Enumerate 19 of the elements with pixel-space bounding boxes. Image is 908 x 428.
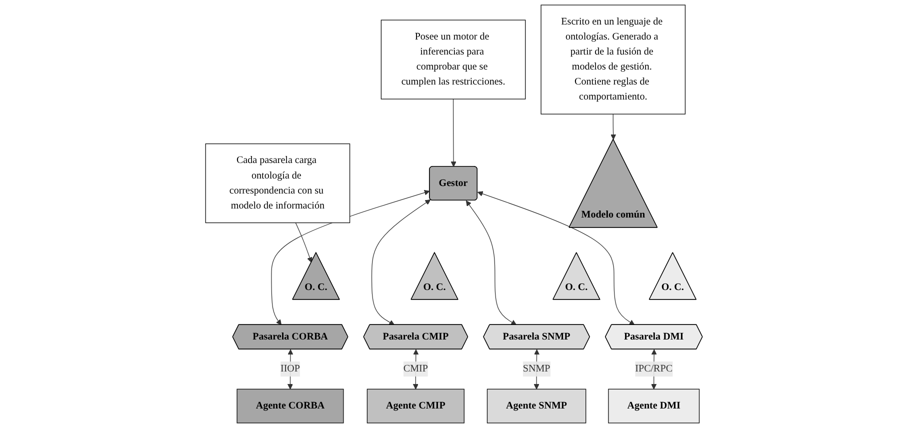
arrow xyxy=(450,98,456,167)
node-box: Posee un motor de inferencias para comprobar que se cumplen las restricciones. xyxy=(380,20,526,100)
edge-label: IPC/RPC xyxy=(635,363,673,374)
arrow xyxy=(271,190,430,326)
edge-label: IIOP xyxy=(280,363,300,374)
edge-label: CMIP xyxy=(403,363,428,374)
arrow xyxy=(371,199,431,326)
arrow xyxy=(287,349,294,390)
arrow xyxy=(466,200,517,326)
arrow xyxy=(295,222,312,263)
edge-label: SNMP xyxy=(522,363,550,374)
node-box: Cada pasarela carga ontología de correspondencia con su modelo de información xyxy=(205,143,350,224)
arrow xyxy=(610,114,616,140)
arrow xyxy=(477,191,635,326)
node-box: Agente DMI xyxy=(608,388,700,424)
node-box: Agente CMIP xyxy=(366,388,464,424)
node-box: Agente SNMP xyxy=(486,388,586,424)
node-box: Agente CORBA xyxy=(236,388,344,424)
node-box: Escrito en un lenguaje de ontologías. Generado a partir de la fusión de modelos de gestión. Contiene reglas de comportamiento. xyxy=(540,4,686,114)
